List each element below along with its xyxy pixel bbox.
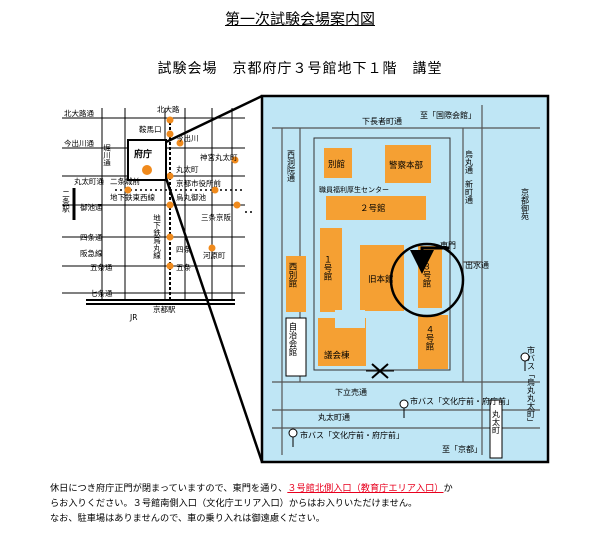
label-kuramaguchi: 鞍馬口 xyxy=(139,124,162,134)
label-bus-karasuma: 市バス「烏丸丸太町」 xyxy=(527,345,536,426)
notice-line-2: らお入りください。３号館南側入口（文化庁エリア入口）からはお入りいただけません。 xyxy=(50,498,418,509)
label-jichikaikan: 自治会館 xyxy=(287,321,297,357)
gikaito-notch xyxy=(335,310,365,328)
building-yongokan xyxy=(418,315,448,369)
label-karasuma: 烏丸通 xyxy=(465,149,474,175)
zoom-connectors xyxy=(164,94,264,463)
label-demizu: 出水通 xyxy=(465,260,489,270)
label-sanjo-keihan: 三条京阪 xyxy=(201,212,231,222)
label-shijo-dori: 四条通 xyxy=(80,232,103,242)
label-imadegawa-sta: 今出川 xyxy=(176,133,199,143)
entrance-arrow xyxy=(410,246,449,274)
notice-line-3: なお、駐車場はありませんので、車の乗り入れは御遠慮ください。 xyxy=(50,513,325,524)
bus-stop-markers xyxy=(288,352,530,447)
label-shimodachiuri: 下立売通 xyxy=(335,387,367,397)
label-shimochojamachi: 下長者町通 xyxy=(362,116,402,126)
label-hankyu-sen: 阪急線 xyxy=(80,248,103,258)
fucho-dot xyxy=(142,165,152,175)
building-nigokan xyxy=(326,196,426,220)
fucho-box xyxy=(127,139,167,181)
label-bekkan: 別館 xyxy=(328,159,345,170)
detail-streets xyxy=(272,105,540,455)
page-subtitle: 試験会場 京都府庁３号館地下１階 講堂 xyxy=(157,61,443,77)
notice-line-1: 休日につき府庁正門が閉まっていますので、東門を通り、３号館北側入口（教育庁エリア… xyxy=(50,483,453,494)
label-shijo-sta: 四条 xyxy=(176,244,191,254)
entrance-notice: 休日につき府庁正門が閉まっていますので、東門を通り、３号館北側入口（教育庁エリア… xyxy=(50,481,570,526)
label-jingu-marutamachi: 神宮丸太町 xyxy=(200,152,238,162)
label-nijo-eki: 二条駅 xyxy=(61,190,70,214)
station-dots xyxy=(124,116,241,270)
label-chikatetsu-tozai: 地下鉄東西線 xyxy=(110,192,155,202)
building-keisatsu xyxy=(385,145,431,183)
label-fucho: 府庁 xyxy=(134,148,152,160)
label-marutamachi-sta: 丸太町 xyxy=(492,409,501,434)
label-yongokan: ４号館 xyxy=(424,325,434,351)
label-oike-dori: 御池通 xyxy=(80,202,103,212)
label-kyuhonkan: 旧本館 xyxy=(368,274,394,285)
building-nishibekkan xyxy=(286,256,306,312)
label-keisatsu: 警察本部 xyxy=(389,160,424,171)
label-shokuin: 職員福利厚生センター xyxy=(319,185,389,194)
label-marutamachi: 丸太町通 xyxy=(318,412,350,422)
marutamachi-sta-box xyxy=(489,399,503,459)
label-bus-stop-2: 市バス「文化庁前・府庁前」 xyxy=(300,430,404,440)
label-bus-stop-1: 市バス「文化庁前・府庁前」 xyxy=(410,396,514,406)
label-chikatetsu-karasuma: 地下鉄烏丸線 xyxy=(152,213,161,259)
label-karasuma-oike: 烏丸御池 xyxy=(176,192,206,202)
label-kyoto-gyoen: 京都御苑 xyxy=(521,187,530,221)
label-imadegawa-dori: 今出川通 xyxy=(64,138,94,148)
label-shichijo-dori: 七条通 xyxy=(90,288,113,298)
label-marutamachi-dori: 丸太町通 xyxy=(74,176,104,186)
label-gikaito: 議会棟 xyxy=(324,350,350,361)
overview-map: 北大路通 北大路 鞍馬口 今出川通 今出川 府庁 丸太町 神宮丸太町 丸太町通 … xyxy=(61,104,255,322)
label-horikawa-dori: 堀川通 xyxy=(102,144,111,168)
sangokan-highlight-circle xyxy=(389,242,465,318)
north-entrance-highlight: ３号館北側入口（教育庁エリア入口） xyxy=(287,483,444,494)
building-ichigokan xyxy=(320,228,342,312)
detail-map: 下長者町通 至「国際会館」 出水通 東門 下立売通 丸太町通 市バス「文化庁前・… xyxy=(260,94,550,464)
label-marutamachi-sta: 丸太町 xyxy=(176,164,199,174)
building-jichikaikan xyxy=(285,317,307,377)
closed-gate-mark xyxy=(366,363,394,379)
overview-labels: 北大路通 北大路 鞍馬口 今出川通 今出川 府庁 丸太町 神宮丸太町 丸太町通 … xyxy=(64,104,238,322)
label-kitaoji-dori: 北大路通 xyxy=(64,108,94,118)
label-nishinotoin: 西洞院通 xyxy=(287,150,296,183)
label-to-kokusai: 至「国際会館」 xyxy=(420,110,476,120)
label-sangokan: ３号館 xyxy=(421,262,431,288)
label-nishibekkan: 西別館 xyxy=(287,262,297,288)
building-bekkan xyxy=(324,148,352,178)
label-kawaramachi: 河原町 xyxy=(203,251,226,260)
label-higashimon: 東門 xyxy=(440,240,456,250)
label-nijojo-mae: 二条城前 xyxy=(110,176,140,186)
page-title: 第一次試験会場案内図 xyxy=(224,10,375,28)
label-gojo-sta: 五条 xyxy=(176,262,191,272)
label-ichigokan: １号館 xyxy=(322,255,332,281)
label-to-kyoto: 至「京都」 xyxy=(442,444,482,454)
label-shiyakusho-mae: 京都市役所前 xyxy=(176,178,221,188)
label-shinmachi: 新町通 xyxy=(465,179,474,205)
label-nigokan: ２号館 xyxy=(360,203,386,214)
label-jr: JR xyxy=(129,313,137,322)
label-kitaoji-sta: 北大路 xyxy=(157,104,180,114)
label-kyoto-eki: 京都駅 xyxy=(153,304,176,314)
label-gojo-dori: 五条通 xyxy=(90,262,113,272)
